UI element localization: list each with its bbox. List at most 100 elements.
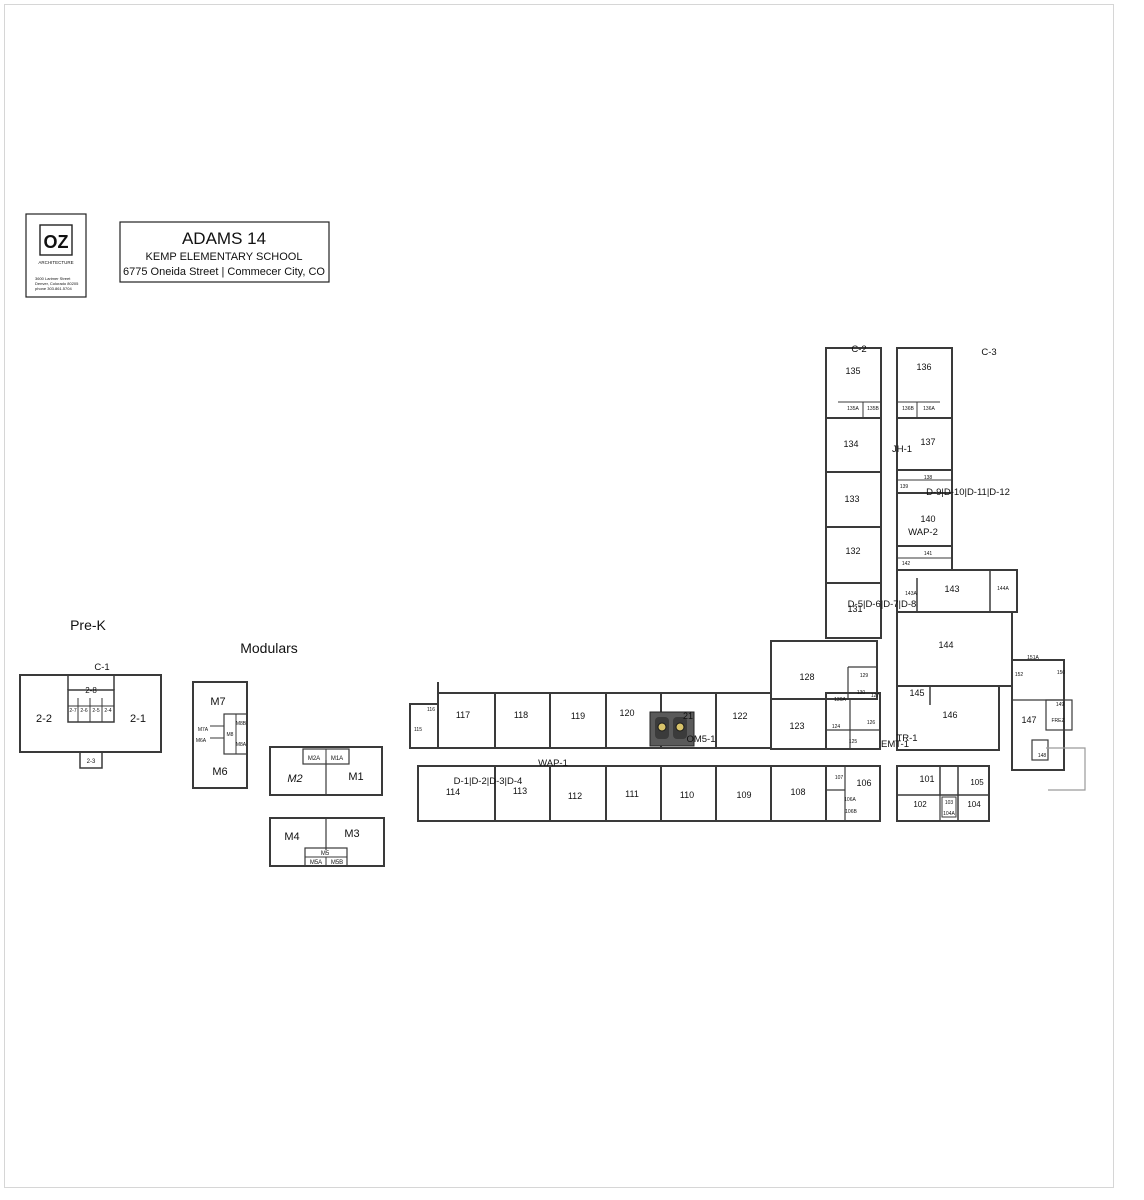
modular-m5a: M5A (310, 860, 322, 866)
room-103: 103 (945, 800, 954, 806)
room-120: 120 (619, 708, 634, 718)
window-ticks (425, 356, 953, 822)
label-jh1: JH-1 (892, 444, 912, 455)
label-d1-d4: D-1|D-2|D-3|D-4 (454, 776, 523, 787)
room-151a: 151A (1027, 655, 1039, 661)
modular-m7a: M7A (198, 727, 209, 733)
modular-m3: M3 (344, 828, 359, 840)
room-102: 102 (913, 800, 927, 809)
room-123: 123 (789, 721, 804, 731)
architect-logo: OZ ARCHITECTURE 3600 Larimer Street Denv… (25, 213, 87, 298)
modular-m8b: M8B (236, 721, 247, 727)
modular-m2: M2 (287, 773, 302, 785)
title-block: ADAMS 14 KEMP ELEMENTARY SCHOOL 6775 One… (119, 221, 330, 283)
room-140: 140 (920, 514, 935, 524)
svg-text:3600 Larimer Street: 3600 Larimer Street (35, 276, 71, 281)
room-2-5: 2-5 (92, 708, 99, 714)
modular-m4: M4 (284, 831, 299, 843)
room-111: 111 (625, 789, 639, 799)
room-112: 112 (568, 791, 582, 801)
room-144: 144 (938, 640, 953, 650)
room-106: 106 (856, 778, 871, 788)
label-c3: C-3 (981, 347, 996, 358)
room-130a: 130A (834, 697, 846, 703)
svg-text:OZ: OZ (44, 232, 69, 252)
modular-m6: M6 (212, 766, 227, 778)
room-142: 142 (902, 561, 911, 567)
room-128: 128 (799, 672, 814, 682)
prek-label: Pre-K (70, 617, 106, 633)
room-132: 132 (845, 546, 860, 556)
label-d5-d8: D-5|D-6|D-7|D-8 (848, 599, 917, 610)
label-c1: C-1 (94, 662, 109, 673)
room-136b: 136B (902, 406, 914, 412)
district-title: ADAMS 14 (182, 229, 266, 248)
modular-m7: M7 (210, 696, 225, 708)
modular-m8: M8 (227, 732, 234, 738)
modular-m5: M5 (321, 851, 330, 857)
label-c2: C-2 (851, 344, 866, 355)
room-148: 148 (1038, 753, 1047, 759)
room-150: 150 (1057, 670, 1066, 676)
map-frame (4, 4, 1114, 1188)
room-2-4: 2-4 (104, 708, 111, 714)
room-133: 133 (844, 494, 859, 504)
room-121: 21 (683, 711, 693, 721)
room-2-6: 2-6 (80, 708, 87, 714)
room-2-7: 2-7 (69, 708, 76, 714)
svg-text:ARCHITECTURE: ARCHITECTURE (38, 260, 73, 265)
room-135: 135 (845, 366, 860, 376)
walls (19, 347, 1086, 867)
room-117: 117 (456, 710, 470, 720)
room-104a: 104A (943, 811, 955, 817)
room-115: 115 (414, 727, 422, 733)
room-2-3: 2-3 (87, 759, 96, 765)
modular-m2a: M2A (308, 756, 320, 762)
label-wap1: WAP-1 (538, 758, 568, 769)
room-108: 108 (790, 787, 805, 797)
room-labels: 135 136 135A 135B 136B 136A 134 137 133 … (36, 362, 1065, 866)
room-104: 104 (967, 800, 981, 809)
room-146: 146 (942, 710, 957, 720)
room-127: 127 (871, 693, 880, 699)
room-135b: 135B (867, 406, 879, 412)
room-124: 124 (832, 724, 841, 730)
label-tr1: TR-1 (896, 733, 917, 744)
label-om5-1: OM5-1 (686, 734, 715, 745)
room-110: 110 (680, 790, 694, 800)
label-emt1: EMT-1 (881, 739, 909, 750)
room-119: 119 (571, 711, 585, 721)
room-106a: 106A (844, 797, 856, 803)
room-138: 138 (924, 475, 933, 481)
svg-text:phone 303.861.5704: phone 303.861.5704 (35, 286, 72, 291)
room-2-1: 2-1 (130, 713, 146, 725)
room-105: 105 (970, 778, 984, 787)
room-152: 152 (1015, 672, 1024, 678)
modular-m1: M1 (348, 771, 363, 783)
room-145: 145 (909, 688, 924, 698)
school-name: KEMP ELEMENTARY SCHOOL (146, 251, 303, 263)
room-129: 129 (860, 673, 869, 679)
room-149: 149 (1056, 702, 1065, 708)
room-113: 113 (513, 786, 527, 796)
label-d9-d12: D-9|D-10|D-11|D-12 (926, 487, 1010, 498)
om5-equipment-block (649, 711, 695, 747)
room-143a: 143A (905, 591, 917, 597)
room-135a: 135A (847, 406, 859, 412)
modular-m1a: M1A (331, 756, 343, 762)
room-126: 126 (867, 720, 876, 726)
room-101: 101 (919, 774, 934, 784)
room-147: 147 (1021, 715, 1036, 725)
modular-m5b: M5B (331, 860, 343, 866)
room-137: 137 (920, 437, 935, 447)
room-131: 131 (847, 604, 862, 614)
room-134: 134 (843, 439, 858, 449)
room-2-2: 2-2 (36, 713, 52, 725)
modulars-label: Modulars (240, 640, 298, 656)
room-106b: 106B (845, 809, 857, 815)
svg-text:Denver, Colorado 80205: Denver, Colorado 80205 (35, 281, 79, 286)
room-144a: 144A (997, 586, 1009, 592)
room-109: 109 (736, 790, 751, 800)
label-wap2: WAP-2 (908, 527, 938, 538)
